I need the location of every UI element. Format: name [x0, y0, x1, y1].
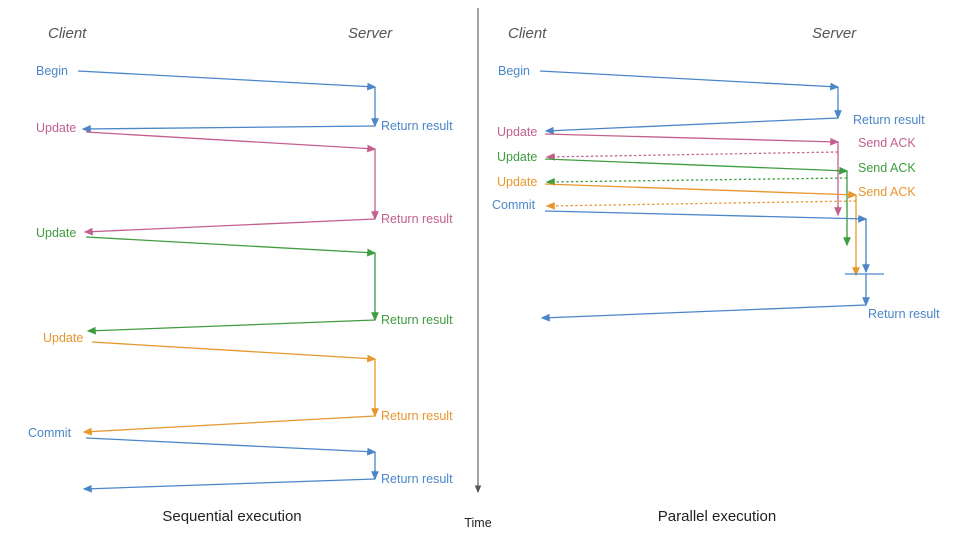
response-arrow-commit [82, 478, 376, 493]
response-arrow-begin [544, 117, 839, 135]
request-arrow-update-2 [85, 236, 377, 257]
time-axis-label: Time [464, 516, 491, 530]
message-flows [539, 70, 884, 322]
server-label-4: Return result [381, 472, 453, 486]
client-label-3: Update [43, 331, 83, 345]
client-label-4: Commit [28, 426, 72, 440]
server-label-3: Send ACK [858, 185, 916, 199]
response-arrow-commit [540, 304, 867, 322]
time-axis-group: Time [464, 8, 492, 530]
lane-title-server: Server [348, 25, 393, 42]
panel-caption-parallel: Parallel execution [658, 508, 776, 525]
client-label-0: Begin [36, 64, 68, 78]
response-arrow-begin [81, 125, 376, 133]
server-label-2: Send ACK [858, 161, 916, 175]
response-arrow-update-3 [82, 415, 376, 436]
lane-title-client: Client [48, 25, 87, 42]
panel-caption-sequential: Sequential execution [162, 508, 301, 525]
server-label-2: Return result [381, 313, 453, 327]
request-arrow-commit [85, 437, 377, 456]
server-label-3: Return result [381, 409, 453, 423]
server-label-1: Return result [381, 212, 453, 226]
client-label-4: Commit [492, 198, 536, 212]
message-flows [77, 70, 379, 493]
response-arrow-update-1 [545, 151, 839, 161]
server-label-0: Return result [853, 113, 925, 127]
client-label-3: Update [497, 175, 537, 189]
request-arrow-update-3 [544, 183, 858, 199]
request-arrow-update-2 [544, 158, 849, 175]
request-arrow-begin [77, 70, 377, 91]
server-label-1: Send ACK [858, 136, 916, 150]
client-label-2: Update [497, 150, 537, 164]
request-arrow-begin [539, 70, 840, 91]
request-arrow-update-3 [91, 341, 377, 363]
panel-parallel: Client Server BeginUpdateUpdateUpdateCom… [492, 25, 940, 525]
request-arrow-update-1 [544, 133, 840, 146]
response-arrow-update-2 [86, 319, 376, 335]
response-arrow-update-1 [83, 218, 376, 236]
server-label-4: Return result [868, 307, 940, 321]
client-label-2: Update [36, 226, 76, 240]
response-arrow-update-2 [545, 177, 848, 186]
lane-title-server: Server [812, 25, 857, 42]
client-label-1: Update [36, 121, 76, 135]
server-label-0: Return result [381, 119, 453, 133]
response-arrow-update-3 [545, 200, 857, 210]
client-label-1: Update [497, 125, 537, 139]
request-arrow-commit [544, 210, 868, 223]
client-label-0: Begin [498, 64, 530, 78]
panel-sequential: Client Server BeginUpdateUpdateUpdateCom… [28, 25, 453, 525]
request-arrow-update-1 [85, 131, 377, 153]
lane-title-client: Client [508, 25, 547, 42]
